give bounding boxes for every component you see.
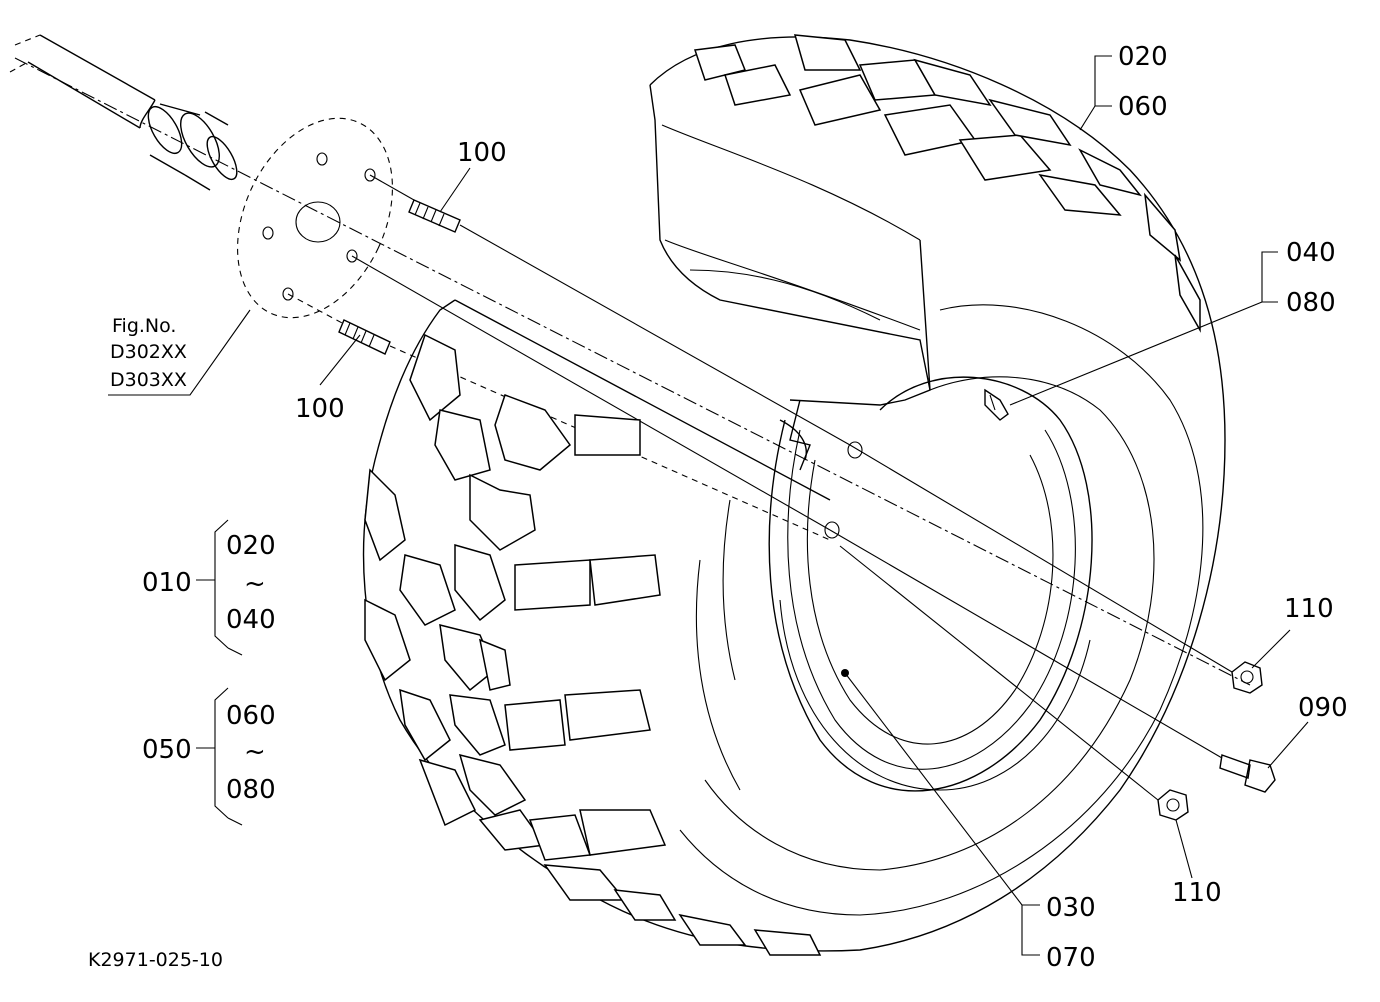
group-010: 010 020 ~ 040 — [142, 531, 276, 635]
valve-stem — [984, 388, 1009, 421]
fig-ref-1: D302XX — [110, 341, 187, 363]
callout-nut-lower: 110 — [1172, 878, 1222, 908]
fig-reference: Fig.No. D302XX D303XX — [110, 315, 187, 391]
stud-bolt-lower — [287, 255, 831, 541]
figure-code: K2971-025-10 — [88, 949, 223, 971]
group-range-sep: ~ — [244, 737, 266, 767]
callout-stud-lower: 100 — [295, 394, 345, 424]
wheel-bolt — [829, 444, 1276, 793]
group-id: 010 — [142, 568, 192, 598]
callout-tire-a: 020 — [1118, 42, 1168, 72]
group-050: 050 060 ~ 080 — [142, 701, 276, 805]
callout-stud-upper: 100 — [457, 138, 507, 168]
callout-valve-b: 080 — [1286, 288, 1336, 318]
leader-lines — [108, 55, 1309, 956]
callout-labels: 020 060 040 080 030 070 100 100 110 110 … — [295, 42, 1348, 973]
callout-valve-a: 040 — [1286, 238, 1336, 268]
fig-ref-2: D303XX — [110, 369, 187, 391]
tire — [362, 34, 1226, 956]
callout-bolt: 090 — [1298, 693, 1348, 723]
fig-ref-label: Fig.No. — [112, 315, 176, 337]
group-id: 050 — [142, 735, 192, 765]
group-range-end: 040 — [226, 605, 276, 635]
wheel-rim — [768, 376, 1093, 792]
group-range-end: 080 — [226, 775, 276, 805]
group-range-start: 020 — [226, 531, 276, 561]
axle-shaft — [9, 34, 1251, 686]
callout-rim-b: 070 — [1046, 943, 1096, 973]
group-range-sep: ~ — [244, 569, 266, 599]
callout-tire-b: 060 — [1118, 92, 1168, 122]
wheel-nut-lower — [839, 545, 1189, 821]
callout-rim-a: 030 — [1046, 893, 1096, 923]
stud-bolt-upper — [369, 174, 851, 446]
callout-nut-upper: 110 — [1284, 594, 1334, 624]
group-range-start: 060 — [226, 701, 276, 731]
hub-flange — [237, 117, 393, 319]
wheel-nut-upper — [1231, 661, 1263, 694]
